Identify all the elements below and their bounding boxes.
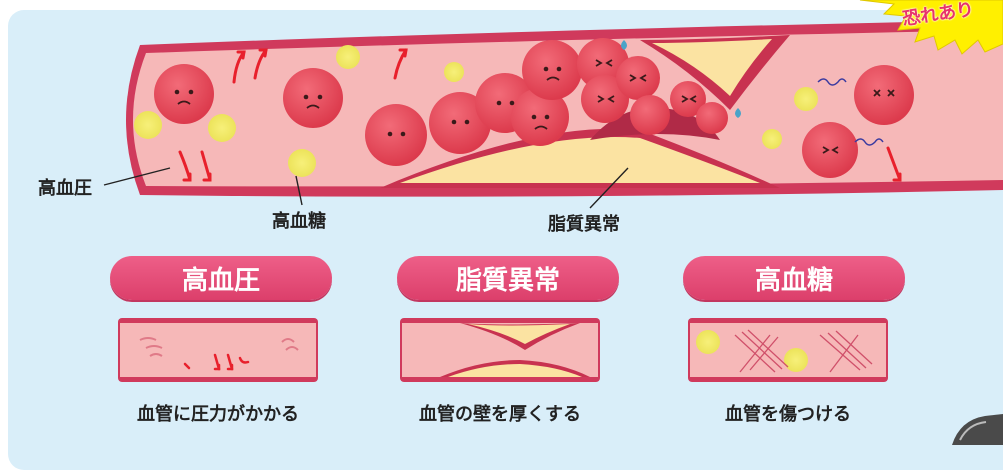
card-caption-hypertension: 血管に圧力がかかる — [137, 404, 299, 425]
label-dyslipidemia: 脂質異常 — [548, 214, 620, 235]
vessel-lumen — [133, 30, 1003, 187]
card-caption-hyperglycemia: 血管を傷つける — [725, 404, 851, 425]
card-dyslipidemia-illustration — [400, 318, 600, 382]
label-hyperglycemia: 高血糖 — [272, 211, 326, 232]
glucose-particles — [134, 45, 818, 177]
cell-faces — [174, 66, 562, 137]
blood-vessel-illustration — [103, 0, 1003, 445]
label-hypertension: 高血圧 — [38, 178, 92, 199]
pressure-arrows — [178, 48, 902, 182]
card-title-hypertension: 高血圧 — [110, 256, 332, 300]
card-hypertension-illustration — [118, 318, 318, 382]
card-hyperglycemia-illustration — [688, 318, 888, 382]
card-caption-dyslipidemia: 血管の壁を厚くする — [419, 404, 581, 425]
card-title-dyslipidemia: 脂質異常 — [397, 256, 619, 300]
card-title-hyperglycemia: 高血糖 — [683, 256, 905, 300]
red-blood-cells — [154, 38, 914, 178]
warning-burst — [859, 0, 1003, 55]
